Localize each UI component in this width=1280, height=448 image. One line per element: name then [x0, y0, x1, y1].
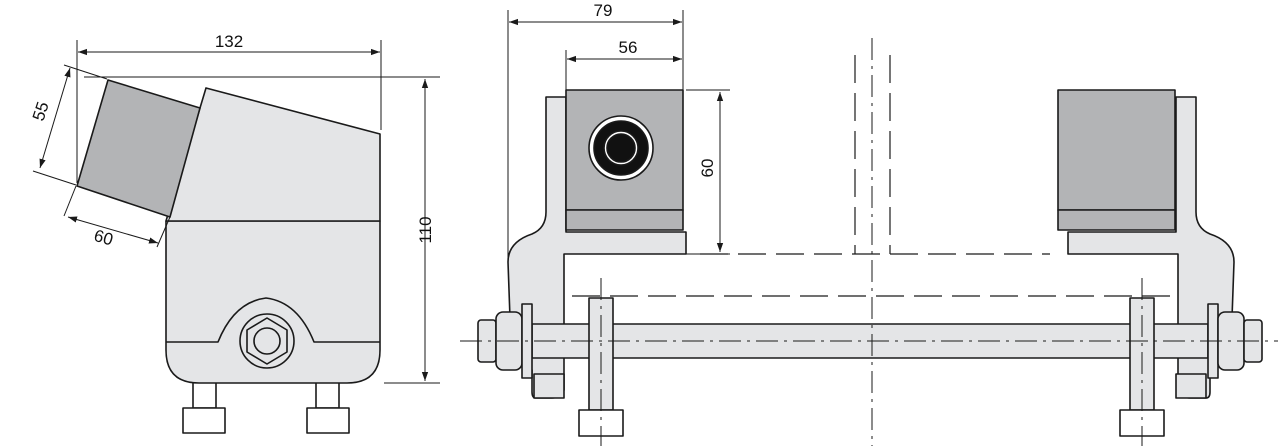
side-view — [76, 79, 381, 434]
front-module-right — [1057, 89, 1176, 211]
dim-side-width: 132 — [215, 32, 243, 51]
cable-gland-side — [239, 313, 295, 369]
side-lower-housing-edge — [166, 297, 380, 343]
side-foot-right — [306, 367, 350, 434]
side-dimensions — [32, 40, 440, 384]
front-dimensions — [507, 10, 730, 262]
dim-front-outer-width: 79 — [594, 1, 613, 20]
front-module-left-base — [565, 209, 684, 231]
dim-side-module-height: 55 — [29, 99, 53, 123]
dim-front-module-height: 60 — [698, 159, 717, 178]
dim-side-module-depth: 60 — [92, 226, 115, 249]
screw-left — [578, 297, 624, 437]
front-module-right-base — [1057, 209, 1176, 231]
hidden-lines — [572, 55, 1178, 297]
front-view — [477, 89, 1263, 437]
frame-right-foot — [1175, 373, 1207, 399]
dim-side-height: 110 — [416, 216, 435, 243]
pin-contact — [588, 115, 654, 181]
center-lines — [460, 38, 1278, 446]
frame-left-foot — [533, 373, 565, 399]
dim-front-module-width: 56 — [619, 38, 638, 57]
